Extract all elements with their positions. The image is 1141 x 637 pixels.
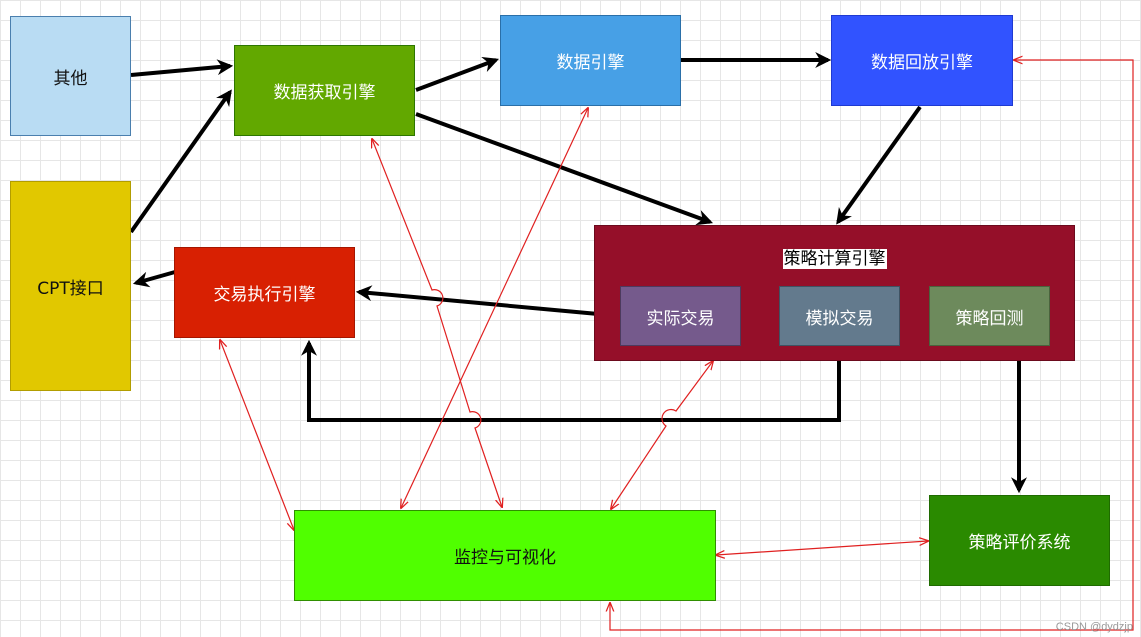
link-monitor-to-evaluation: [716, 541, 928, 555]
node-data-engine-label: 数据引擎: [556, 53, 625, 73]
node-sim-trade-label: 模拟交易: [805, 308, 874, 329]
node-other-label: 其他: [53, 68, 88, 89]
node-strategy-evaluation-label: 策略评价系统: [968, 533, 1071, 553]
node-other[interactable]: 其他: [10, 16, 131, 136]
node-data-replay-engine[interactable]: 数据回放引擎: [831, 15, 1013, 106]
node-strategy-evaluation[interactable]: 策略评价系统: [929, 495, 1110, 586]
node-real-trade[interactable]: 实际交易: [620, 286, 741, 346]
arrow-real-trade-to-trade-exec: [355, 285, 621, 318]
node-sim-trade[interactable]: 模拟交易: [779, 286, 900, 346]
group-strategy-calc-engine-title: 策略计算引擎: [782, 249, 887, 269]
link-monitor-to-data-engine: [401, 108, 588, 508]
node-data-fetch-engine-label: 数据获取引擎: [273, 83, 376, 103]
node-cpt-interface-label: CPT接口: [37, 278, 104, 299]
watermark-text: CSDN @dydzjp: [1055, 621, 1133, 633]
arrow-other-to-data-fetch: [130, 59, 234, 77]
arrow-trade-exec-to-cpt: [132, 270, 176, 288]
node-real-trade-label: 实际交易: [646, 308, 715, 329]
node-data-replay-engine-label: 数据回放引擎: [871, 53, 973, 73]
node-backtest-label: 策略回测: [955, 308, 1024, 329]
node-data-fetch-engine[interactable]: 数据获取引擎: [234, 45, 415, 136]
node-data-engine[interactable]: 数据引擎: [500, 15, 681, 106]
arrow-data-fetch-to-data-engine: [415, 57, 499, 92]
arrow-cpt-to-data-fetch: [129, 89, 232, 234]
node-monitor-visualization-label: 监控与可视化: [454, 548, 556, 568]
node-trade-exec-engine[interactable]: 交易执行引擎: [174, 247, 355, 338]
arrow-data-fetch-to-strategy: [415, 112, 714, 226]
node-trade-exec-engine-label: 交易执行引擎: [213, 285, 316, 305]
link-monitor-to-real-trade: [611, 361, 713, 509]
link-monitor-to-data-fetch: [372, 139, 502, 507]
arrow-replay-to-strategy: [836, 105, 922, 225]
node-backtest[interactable]: 策略回测: [929, 286, 1050, 346]
link-monitor-to-trade-exec: [220, 340, 294, 530]
node-cpt-interface[interactable]: CPT接口: [10, 181, 131, 391]
node-monitor-visualization[interactable]: 监控与可视化: [294, 510, 716, 601]
